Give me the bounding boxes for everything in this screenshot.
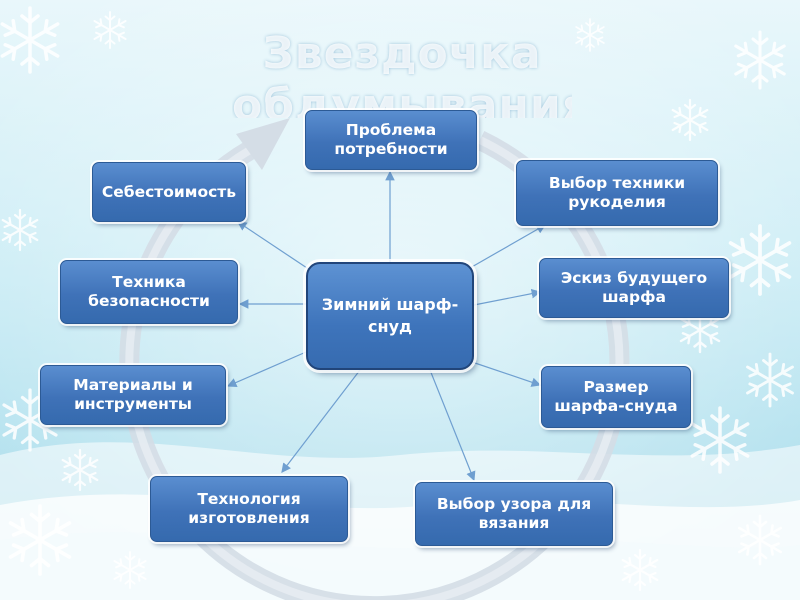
connector-technique — [469, 224, 547, 269]
node-cost: Себестоимость — [92, 162, 246, 222]
node-technology: Технология изготовления — [150, 476, 348, 542]
connector-pattern — [429, 369, 476, 482]
connector-size — [471, 361, 542, 387]
connector-sketch — [473, 288, 542, 306]
cycle-arrow-head — [236, 118, 290, 170]
connector-materials — [226, 351, 307, 388]
node-pattern: Выбор узора для вязания — [415, 482, 613, 546]
connector-cost — [237, 221, 311, 271]
center-node: Зимний шарф- снуд — [306, 262, 474, 370]
node-safety: Техника безопасности — [60, 260, 238, 324]
connector-technology — [281, 369, 361, 473]
node-sketch: Эскиз будущего шарфа — [539, 258, 729, 318]
node-materials: Материалы и инструменты — [40, 365, 226, 425]
node-problem: Проблема потребности — [305, 110, 477, 170]
node-technique: Выбор техники рукоделия — [516, 160, 718, 226]
node-size: Размер шарфа-снуда — [541, 366, 691, 428]
connectors — [226, 170, 547, 482]
